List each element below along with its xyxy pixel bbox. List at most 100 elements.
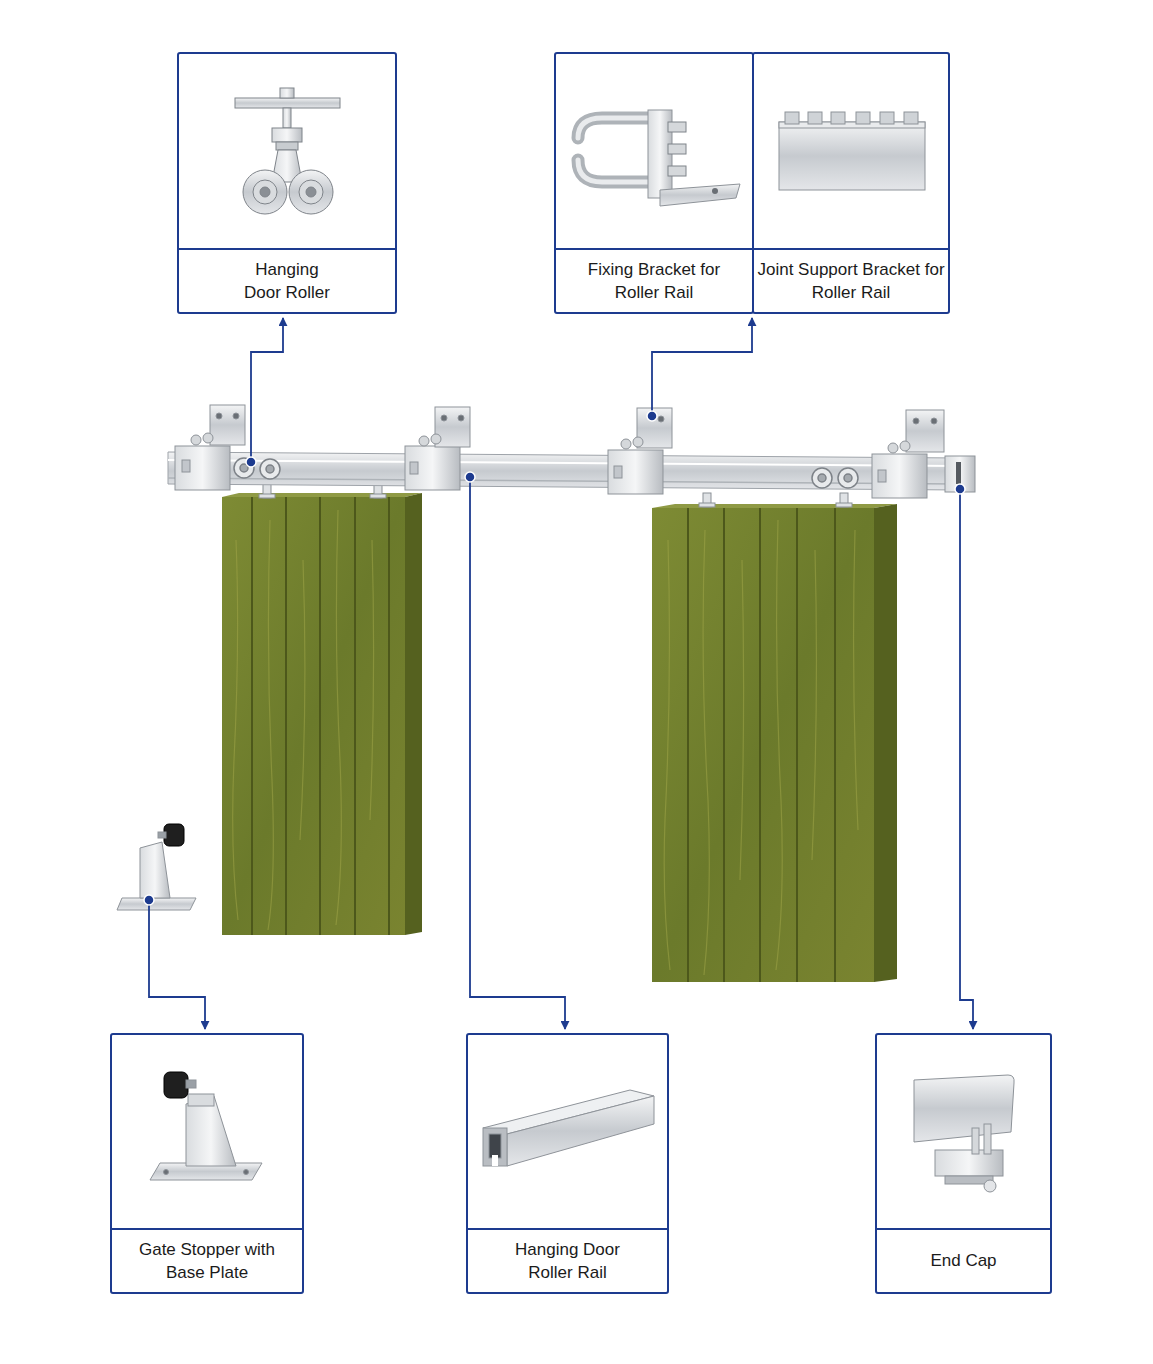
roller-picture (283, 108, 291, 128)
rail-bracket (913, 418, 919, 424)
stopper-picture (150, 1072, 262, 1180)
stopper-picture (186, 1080, 196, 1088)
part-name: Joint Support Bracket for Roller Rail (757, 258, 945, 305)
rail-bracket (410, 462, 418, 474)
fixing-bracket-picture (578, 110, 740, 206)
left-door (222, 497, 405, 935)
gate-stopper (140, 842, 170, 898)
leader-line (960, 489, 973, 1029)
rail-picture (492, 1155, 498, 1166)
callout-box: Hanging Door Roller (177, 52, 397, 314)
rail-bracket (419, 436, 429, 446)
right-door (740, 560, 744, 880)
roller-rail (168, 452, 960, 490)
rail-bracket (191, 435, 201, 445)
label-panel: End Cap (877, 1228, 1050, 1292)
end-cap-picture (984, 1124, 991, 1154)
roller-picture (243, 170, 287, 214)
right-door (796, 508, 798, 982)
left-door (252, 497, 389, 935)
rail-roller (260, 459, 280, 479)
part-name: End Cap (930, 1249, 996, 1272)
part-name: Gate Stopper with Base Plate (137, 1238, 277, 1285)
door-hanger (259, 494, 275, 498)
roller-picture (253, 180, 277, 204)
leader-dot (144, 895, 154, 905)
end-cap-picture (914, 1075, 1014, 1192)
left-door (354, 497, 356, 935)
left-door (233, 540, 238, 920)
rail-end-cap (945, 456, 975, 492)
callout-box: Hanging Door Roller Rail (466, 1033, 669, 1294)
rail-bracket (405, 446, 460, 490)
right-door (664, 540, 670, 970)
stopper-picture (164, 1072, 188, 1098)
right-door (652, 504, 897, 508)
roller-picture (280, 88, 294, 98)
joint-bracket-picture (785, 112, 799, 124)
left-door (300, 560, 305, 840)
rail-picture (507, 1096, 654, 1166)
end-cap-picture (935, 1150, 1003, 1176)
end-cap-picture (972, 1128, 979, 1154)
label-panel: Joint Support Bracket for Roller Rail (754, 248, 948, 312)
callout-box: Gate Stopper with Base Plate (110, 1033, 304, 1294)
right-door (703, 530, 709, 975)
rail-end-cap (956, 462, 961, 484)
right-door (687, 508, 689, 982)
leader-dot (465, 472, 475, 482)
roller-picture (235, 98, 340, 108)
gate-stopper (117, 898, 196, 910)
label-panel: Fixing Bracket for Roller Rail (556, 248, 752, 312)
gate-stopper (117, 824, 196, 910)
right-door (812, 550, 816, 860)
left-door (268, 520, 273, 930)
right-door (688, 508, 835, 982)
fixing-bracket-picture (668, 144, 686, 154)
left-door (285, 497, 287, 935)
roller-picture (272, 128, 302, 142)
roller-picture (289, 170, 333, 214)
part-name: Hanging Door Roller (237, 258, 337, 305)
rail-bracket (175, 446, 230, 490)
callout-box: Fixing Bracket for Roller Rail (554, 52, 754, 314)
fixing-bracket-picture (668, 122, 686, 132)
right-door (834, 508, 836, 982)
gate-stopper (158, 832, 166, 838)
left-door (405, 493, 422, 935)
roller-picture (260, 187, 270, 197)
rail-bracket (906, 410, 944, 452)
leader-line (149, 900, 205, 1029)
joint-bracket-picture (779, 112, 925, 190)
end-cap-picture (914, 1075, 1014, 1142)
gate-stopper (164, 824, 184, 846)
left-door (233, 510, 374, 930)
rail-bracket (216, 413, 222, 419)
roller-picture (306, 187, 316, 197)
rail-bracket (872, 454, 927, 498)
callout-box: End Cap (875, 1033, 1052, 1294)
part-name: Fixing Bracket for Roller Rail (572, 258, 737, 305)
fixing-bracket-picture (712, 188, 718, 194)
rail-roller (240, 464, 248, 472)
rail-bracket (203, 433, 213, 443)
left-door (319, 497, 321, 935)
stopper-picture (188, 1094, 214, 1106)
rail-bracket (658, 416, 664, 422)
roller-picture (276, 142, 298, 150)
rail-roller (234, 458, 254, 478)
rail-bracket (900, 441, 910, 451)
roller-rail (168, 452, 960, 490)
right-door (759, 508, 761, 982)
rail-roller (818, 474, 826, 482)
right-door (652, 504, 897, 982)
rail-bracket (210, 405, 245, 445)
rail-roller (844, 474, 852, 482)
joint-bracket-picture (831, 112, 845, 124)
leader-line (251, 318, 283, 462)
rail-bracket (621, 439, 631, 449)
rail-bracket (608, 408, 672, 494)
right-door (874, 504, 897, 982)
